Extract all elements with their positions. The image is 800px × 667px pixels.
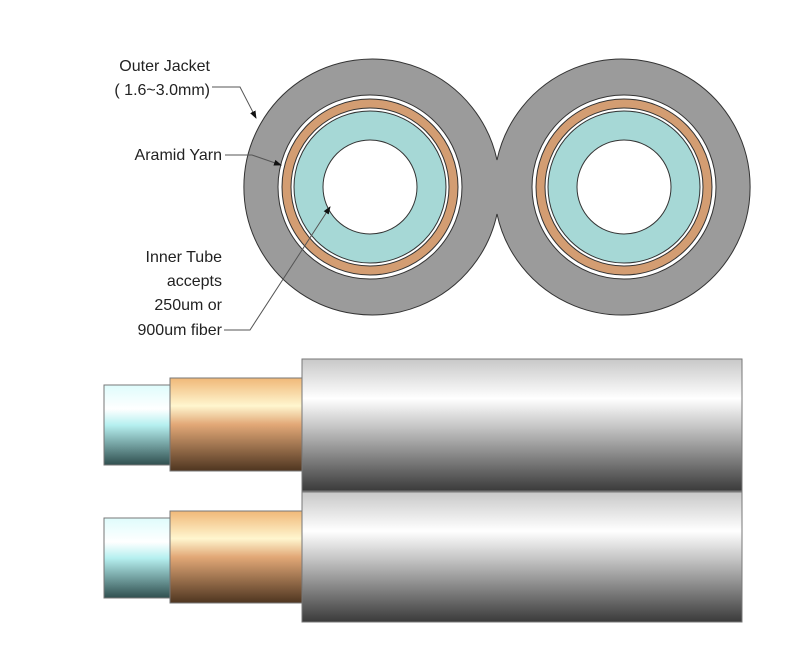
inner-tube-leader	[224, 206, 331, 331]
outer-jacket-side	[301, 491, 743, 623]
leader-lines	[212, 86, 331, 331]
inner-tube-side	[103, 384, 171, 466]
label-inner-tube-900um: 900um fiber	[138, 322, 223, 339]
label-inner-tube-accepts: accepts	[167, 273, 222, 290]
label-inner-tube-250um: 250um or	[154, 297, 222, 314]
aramid-yarn-leader	[225, 154, 282, 166]
label-aramid-yarn: Aramid Yarn	[135, 147, 222, 164]
label-outer-jacket: Outer Jacket	[119, 58, 210, 75]
side-view	[103, 358, 743, 623]
side-cable-bottom	[103, 491, 743, 623]
label-inner-tube: Inner Tube	[146, 249, 223, 266]
cross-section	[243, 58, 751, 316]
inner-tube-side	[103, 517, 171, 599]
aramid-yarn-side	[169, 377, 303, 472]
aramid-yarn-side	[169, 510, 303, 604]
right-fiber-unit	[531, 94, 717, 280]
label-outer-jacket-size: ( 1.6~3.0mm)	[114, 82, 210, 99]
outer-jacket-side	[301, 358, 743, 492]
left-fiber-unit	[277, 94, 463, 280]
outer-jacket-leader	[212, 86, 257, 119]
side-cable-top	[103, 358, 743, 492]
